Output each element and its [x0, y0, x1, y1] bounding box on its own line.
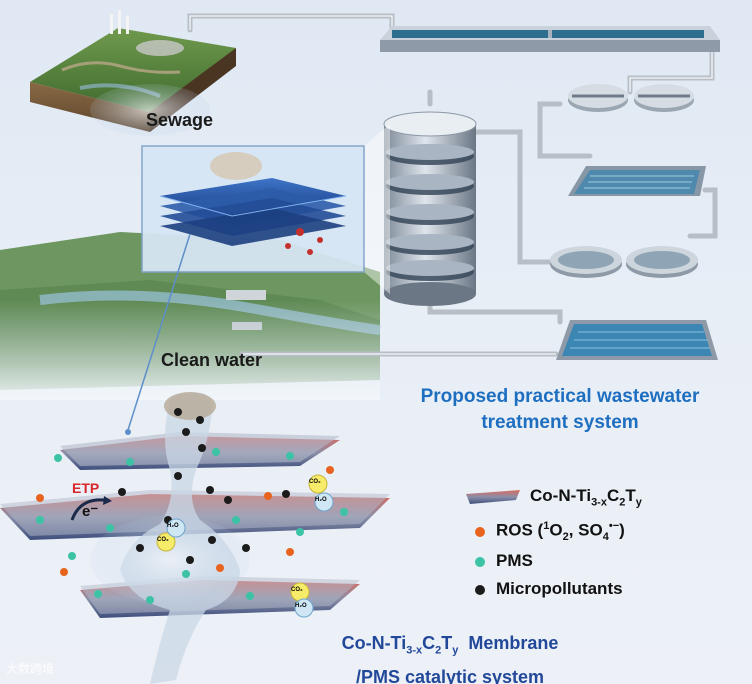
stacked-sheets: [159, 178, 347, 246]
oxidation-ponds: [550, 246, 698, 278]
system-title-line1: Proposed practical wastewater: [420, 386, 700, 407]
h2o-tag-2: H₂O: [167, 523, 179, 529]
co2-tag-3: CO₂: [291, 587, 303, 593]
clarifier-pair: [568, 84, 694, 112]
sewage-label: Sewage: [146, 110, 214, 130]
legend-micropollutants: Micropollutants: [496, 579, 623, 598]
h2o-tag-1: H₂O: [315, 497, 327, 503]
membrane-reactor: [383, 111, 477, 306]
watermark: 大数跨境: [6, 662, 55, 676]
filter-bed: [568, 166, 706, 196]
system-title: Proposed practical wastewater treatment …: [390, 384, 730, 436]
sewage-terrain: [30, 10, 236, 136]
legend-icons: [466, 490, 520, 595]
sedimentation-tank: [380, 26, 720, 52]
clean-water-basin: [556, 320, 718, 360]
legend-pms: PMS: [496, 551, 533, 570]
h2o-tag-3: H₂O: [295, 603, 307, 609]
etp-label: ETP: [72, 480, 100, 496]
membrane-system-title: Co-N-Ti3-xC2Ty Membrane /PMS catalytic s…: [300, 630, 600, 684]
clean-water-label: Clean water: [161, 350, 263, 370]
electron-label: e⁻: [82, 503, 99, 520]
pollutant-dots: [118, 408, 290, 564]
legend-membrane: Co-N-Ti3-xC2Ty: [530, 486, 642, 509]
membrane-catalytic-system: [0, 392, 390, 684]
zoom-inset: [125, 124, 390, 435]
particles: [36, 408, 348, 618]
co2-tag-2: CO₂: [157, 537, 169, 543]
membrane-title-line2: /PMS catalytic system: [355, 666, 545, 684]
clean-water-landscape: [0, 232, 381, 400]
ros-dots: [36, 466, 334, 576]
molecule-bubbles: [156, 474, 334, 618]
co2-tag-1: CO₂: [309, 479, 321, 485]
legend-ros: ROS (1O2, SO4•−): [496, 520, 625, 544]
membrane-title-line1: Co-N-Ti3-xC2Ty Membrane: [341, 633, 559, 657]
system-title-line2: treatment system: [481, 412, 639, 433]
